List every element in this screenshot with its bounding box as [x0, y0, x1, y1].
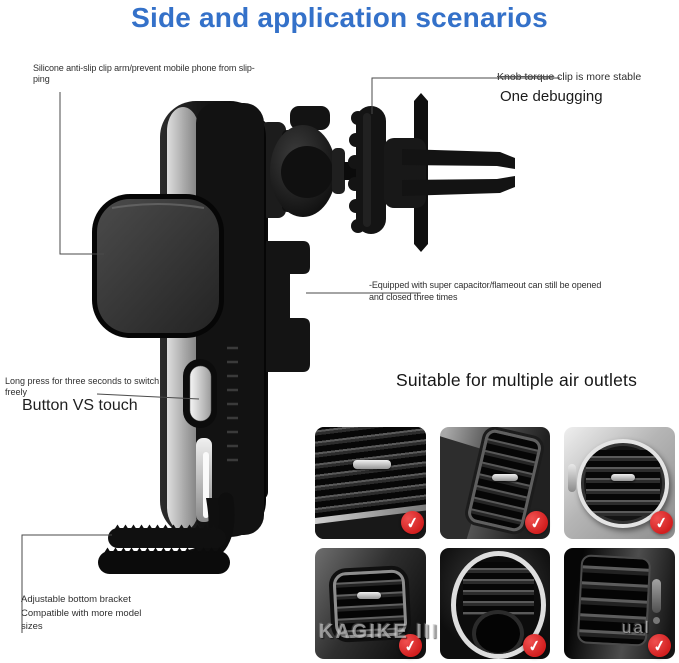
annotation-bottom-bracket: Adjustable bottom bracket Compatible wit… [21, 593, 141, 634]
vent-photo-image [439, 547, 551, 659]
page-title: Side and application scenarios [131, 2, 548, 33]
annotation-line: Long press for three seconds to switch [5, 376, 160, 386]
vent-control [651, 578, 661, 613]
vent-handle [352, 460, 391, 470]
annotation-struck-text: Knob torque [497, 71, 555, 83]
annotation-long-press: Long press for three seconds to switch f… [5, 376, 159, 398]
annotation-silicone-clip: Silicone anti-slip clip arm/prevent mobi… [33, 63, 255, 85]
air-outlets-heading: Suitable for multiple air outlets [396, 370, 638, 390]
vent-photo-side-square: ✓ [564, 547, 675, 659]
vent-photo-dashboard-louver: ✓ [315, 427, 426, 539]
annotation-knob-torque: Knob torque clip is more stable [497, 71, 641, 83]
vent-handle [491, 473, 518, 481]
grip-pad [92, 194, 224, 338]
vent-opening [576, 439, 669, 528]
annotation-capacitor: -Equipped with super capacitor/flameout … [369, 280, 601, 303]
vent-photo-rounded-square: ✓ [315, 547, 426, 659]
vent-clip-assembly [260, 93, 515, 252]
annotation-line: clip is more stable [554, 71, 642, 83]
annotation-line: Compatible with more model [21, 607, 142, 619]
annotation-line: Silicone anti-slip clip arm/prevent mobi… [33, 63, 255, 73]
annotation-line: -Equipped with super capacitor/flameout … [369, 280, 602, 290]
annotation-line: ping [33, 74, 50, 84]
air-outlet-photo-grid: ✓ ✓ ✓ ✓ [315, 427, 675, 659]
vent-handle [610, 473, 635, 481]
vent-photo-oval-chrome: ✓ [564, 427, 675, 539]
leader-lines [21, 77, 560, 633]
power-button [183, 359, 217, 428]
vent-slats [585, 450, 660, 517]
vent-knob-dot [652, 616, 660, 624]
annotation-line: and closed three times [369, 291, 458, 302]
watermark-text-2: ual [622, 618, 651, 637]
annotation-line: freely [5, 387, 28, 397]
bottom-bracket [98, 492, 235, 574]
vent-hub [476, 613, 521, 653]
vent-slats [462, 561, 535, 615]
torque-knob [348, 106, 386, 234]
annotation-line: Adjustable bottom bracket [21, 594, 131, 605]
annotation-button-vs-touch: Button VS touch [22, 397, 138, 414]
vent-photo-angled-console: ✓ [439, 427, 551, 539]
body-ridges [227, 346, 238, 462]
vent-control [567, 463, 576, 492]
vent-photo-circular-chrome: ✓ [439, 547, 551, 659]
vent-opening [450, 550, 546, 659]
annotation-one-debugging: One debugging [500, 88, 603, 105]
vent-handle [357, 592, 382, 600]
annotation-line: sizes [21, 621, 43, 632]
clip-jaws [402, 149, 515, 196]
watermark-text: KAGIKE III [319, 621, 440, 643]
